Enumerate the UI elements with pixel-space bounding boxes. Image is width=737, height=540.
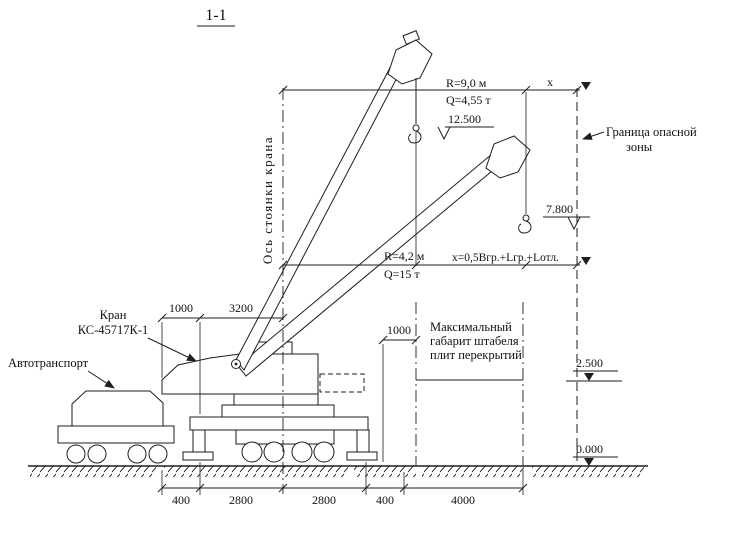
x-distance-label: x <box>547 75 553 89</box>
hook-1 <box>408 78 422 144</box>
truck-cab <box>71 390 164 427</box>
truck-wheel <box>148 444 168 464</box>
hook-icon <box>518 220 532 234</box>
crane-name-line1: Кран <box>100 308 127 322</box>
dim-400-right: 400 <box>376 493 394 507</box>
elevation-mark-icon <box>584 373 594 381</box>
stack-label-line2: габарит штабеля <box>430 334 519 348</box>
elevation-2500-value: 2.500 <box>576 356 603 370</box>
section-title: 1-1 <box>197 7 235 27</box>
elevation-mark-icon <box>581 82 591 90</box>
radius-1-label: R=9,0 м <box>446 76 487 90</box>
crane-body <box>161 353 319 395</box>
chassis <box>221 404 335 418</box>
turntable <box>233 393 319 406</box>
stack-label-line1: Максимальный <box>430 320 512 334</box>
elevation-0000: 0.000 <box>573 442 618 466</box>
danger-zone-label: Граница опасной зоны <box>582 125 697 154</box>
hook-2 <box>518 92 532 234</box>
carrier-frame <box>189 416 369 431</box>
leader-arrow-icon <box>582 131 605 140</box>
dimension-stack-clearance: 1000 <box>378 323 421 462</box>
boom-pivot-pin <box>234 362 238 366</box>
outrigger-left <box>192 429 206 453</box>
capacity-2-label: Q=15 т <box>384 267 420 281</box>
dim-1000-right: 1000 <box>387 323 411 337</box>
truck-label: Автотранспорт <box>8 356 115 389</box>
elevation-mark-icon <box>581 257 591 265</box>
crane-name-label: Кран КС-45717К-1 <box>78 308 197 362</box>
boom-2-head <box>485 135 531 179</box>
elevation-7800-value: 7.800 <box>546 202 573 216</box>
ground <box>28 465 648 477</box>
hook-icon <box>408 130 422 144</box>
danger-zone-line1: Граница опасной <box>606 125 697 139</box>
leader-arrow-icon <box>87 370 115 389</box>
crane-wheel <box>291 441 313 463</box>
radius-2-label: R=4,2 м <box>384 249 425 263</box>
x-formula-label: x=0,5Вгр.+Lгр.+Lотл. <box>452 252 559 264</box>
stack-label: Максимальный габарит штабеля плит перекр… <box>430 320 522 362</box>
crane-carrier <box>182 393 378 463</box>
elevation-12500-value: 12.500 <box>448 112 481 126</box>
truck-wheel <box>87 444 107 464</box>
dimension-1000-3200: 1000 3200 <box>157 301 288 414</box>
axle-housing <box>235 429 335 445</box>
dim-4000: 4000 <box>451 493 475 507</box>
truck-label-text: Автотранспорт <box>8 356 89 370</box>
dim-400-left: 400 <box>172 493 190 507</box>
boom-1-head <box>387 39 433 85</box>
capacity-1-label: Q=4,55 т <box>446 93 491 107</box>
crane-axis-label: Ось стоянки крана <box>260 136 275 264</box>
dim-1000-left: 1000 <box>169 301 193 315</box>
elevation-12500: 12.500 <box>437 112 494 141</box>
section-title-text: 1-1 <box>205 7 226 24</box>
outrigger-right-pad <box>346 451 378 461</box>
slab-stack-envelope <box>415 302 524 466</box>
ground-hatch <box>30 466 156 477</box>
truck-wheel <box>66 444 86 464</box>
dimension-radius-4: R=4,2 м Q=15 т x=0,5Вгр.+Lгр.+Lотл. <box>278 132 591 281</box>
dimension-radius-9: R=9,0 м Q=4,55 т x <box>278 75 591 107</box>
elevation-mark-icon <box>567 216 581 231</box>
dim-3200: 3200 <box>229 301 253 315</box>
elevation-0000-value: 0.000 <box>576 442 603 456</box>
outrigger-left-pad <box>182 451 214 461</box>
stack-label-line3: плит перекрытий <box>430 348 522 362</box>
danger-zone-line2: зоны <box>626 140 653 154</box>
boom-position-1 <box>235 30 433 371</box>
crane-wheel <box>241 441 263 463</box>
leader-arrow-icon <box>147 337 197 362</box>
elevation-mark-icon <box>437 126 451 141</box>
crane-wheel <box>313 441 335 463</box>
crane-wheel <box>263 441 285 463</box>
counterweight-envelope <box>319 373 365 393</box>
crane-name-line2: КС-45717К-1 <box>78 323 149 337</box>
elevation-7800: 7.800 <box>543 202 590 231</box>
elevation-2500: 2.500 <box>566 356 622 382</box>
dim-2800-left: 2800 <box>229 493 253 507</box>
dimension-bottom-chain: 400 2800 2800 400 4000 <box>157 462 528 507</box>
truck-wheel <box>127 444 147 464</box>
elevation-mark-icon <box>584 458 594 466</box>
outrigger-right <box>356 429 370 453</box>
truck <box>57 390 175 464</box>
dim-2800-right: 2800 <box>312 493 336 507</box>
truck-platform <box>57 425 175 444</box>
